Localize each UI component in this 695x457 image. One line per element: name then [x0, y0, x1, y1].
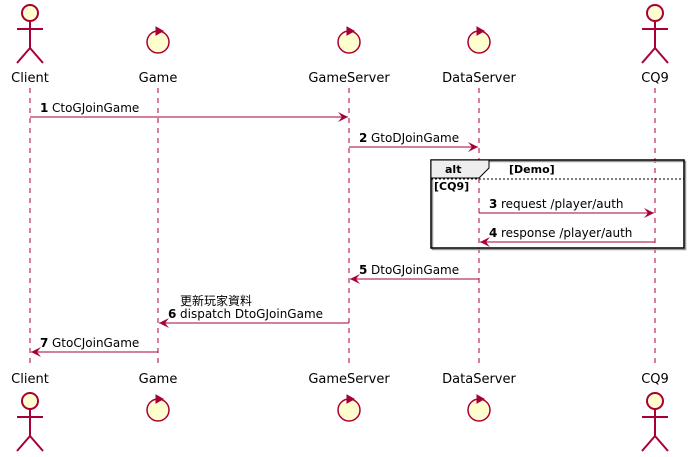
message-label-7-line-1: GtoCJoinGame	[52, 336, 139, 350]
client-actor-icon-top	[16, 4, 44, 64]
message-number-4: 4	[489, 226, 497, 240]
message-label-4-line-1: response /player/auth	[501, 226, 632, 240]
message-number-2: 2	[359, 131, 367, 145]
participant-label-client-top: Client	[11, 71, 49, 86]
message-label-3-line-1: request /player/auth	[501, 197, 624, 211]
message-label-6-line-1: 更新玩家資料	[180, 293, 252, 308]
participant-label-gameserver-top: GameServer	[308, 71, 390, 86]
message-number-7: 7	[40, 336, 48, 350]
dataserver-control-icon-top	[467, 26, 491, 54]
message-number-3: 3	[489, 197, 497, 211]
cq9-actor-icon-top	[641, 4, 669, 64]
message-4: 4 response /player/auth	[480, 226, 655, 247]
alt-guard: [CQ9]	[434, 180, 469, 193]
message-number-1: 1	[40, 101, 48, 115]
participant-label-dataserver-top: DataServer	[442, 71, 516, 86]
game-control-icon-top	[146, 26, 170, 54]
participant-label-game-top: Game	[139, 71, 178, 86]
message-2: 2 GtoDJoinGame	[349, 131, 478, 152]
message-number-5: 5	[359, 263, 367, 277]
participant-label-cq9-top: CQ9	[641, 71, 669, 86]
message-label-2-line-1: GtoDJoinGame	[371, 131, 459, 145]
participant-label-cq9-bottom: CQ9	[641, 372, 669, 387]
gameserver-control-icon-bottom	[337, 394, 361, 422]
message-1: 1 CtoGJoinGame	[30, 101, 348, 122]
message-3: 3 request /player/auth	[479, 197, 654, 218]
cq9-actor-icon-bottom	[641, 392, 669, 452]
alt-keyword: alt	[445, 163, 461, 176]
message-5: 5 DtoGJoinGame	[350, 263, 479, 284]
alt-fragment-tab	[430, 159, 490, 179]
alt-fragment: alt [Demo] [CQ9]	[430, 159, 687, 251]
participant-label-game-bottom: Game	[139, 372, 178, 387]
gameserver-control-icon-top	[337, 26, 361, 54]
participant-label-client-bottom: Client	[11, 372, 49, 387]
participant-label-dataserver-bottom: DataServer	[442, 372, 516, 387]
message-number-6: 6	[168, 307, 176, 321]
message-label-6-line-2: dispatch DtoGJoinGame	[180, 307, 323, 321]
game-control-icon-bottom	[146, 394, 170, 422]
dataserver-control-icon-bottom	[467, 394, 491, 422]
client-actor-icon-bottom	[16, 392, 44, 452]
message-label-5-line-1: DtoGJoinGame	[371, 263, 459, 277]
message-7: 7 GtoCJoinGame	[31, 336, 158, 357]
alt-fragment-frame	[430, 159, 685, 249]
message-label-1-line-1: CtoGJoinGame	[52, 101, 139, 115]
alt-condition: [Demo]	[509, 163, 555, 176]
participant-label-gameserver-bottom: GameServer	[308, 372, 390, 387]
